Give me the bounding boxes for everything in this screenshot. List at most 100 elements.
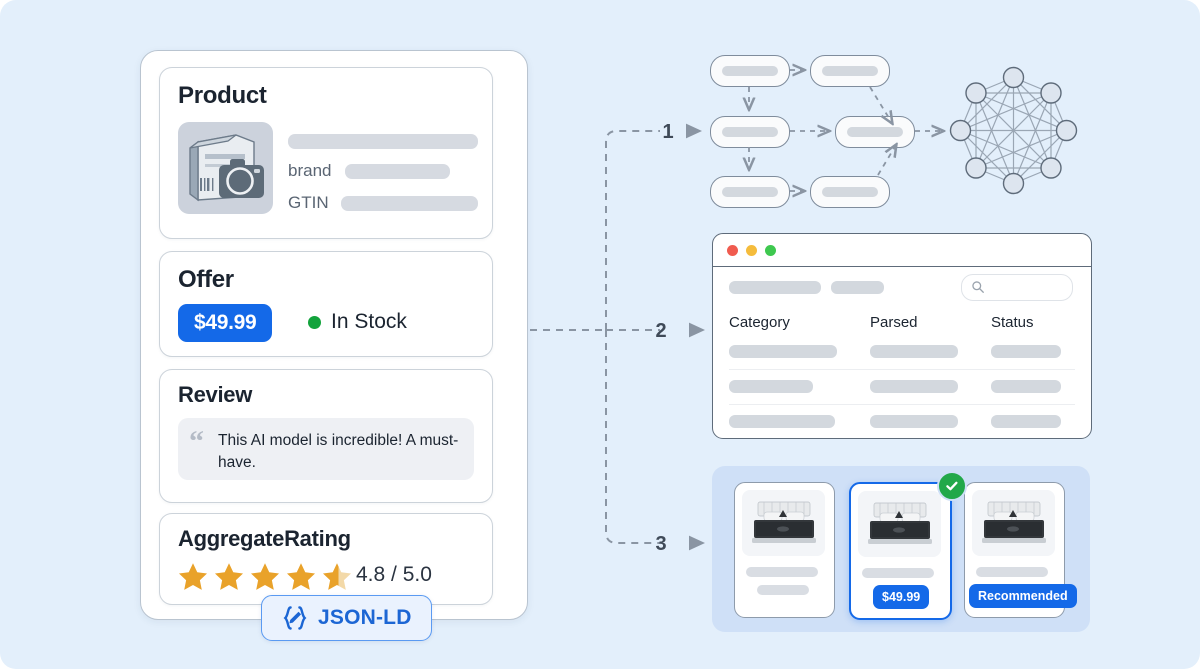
- product-image: [858, 491, 941, 557]
- camera-box-icon: [189, 134, 264, 202]
- product-subtitle-placeholder: [757, 585, 809, 595]
- star-icon-3: [250, 563, 280, 590]
- product-field-list: brand GTIN: [288, 122, 478, 213]
- product-card-2-selected[interactable]: $49.99: [849, 482, 952, 620]
- json-ld-label: JSON-LD: [318, 606, 412, 629]
- field-value-brand-placeholder: [345, 163, 450, 179]
- pipeline-flow-diagram: [700, 55, 1090, 210]
- graph-node-4: [1040, 157, 1062, 179]
- card-title-review: Review: [178, 382, 253, 407]
- star-icon-4: [286, 563, 316, 590]
- toolbar-placeholder-2: [831, 281, 884, 294]
- rating-value-label: 4.8 / 5.0: [356, 563, 432, 586]
- star-rating: [176, 560, 354, 593]
- product-thumbnail: [178, 122, 273, 214]
- field-label-gtin: GTIN: [288, 193, 329, 212]
- cell-status-placeholder: [991, 380, 1061, 393]
- parsed-table-window: Category Parsed Status: [712, 233, 1092, 439]
- step-number-1: 1: [662, 121, 673, 143]
- star-icon-1: [178, 563, 208, 590]
- price-badge[interactable]: $49.99: [178, 304, 273, 342]
- cell-parsed-placeholder: [870, 345, 958, 358]
- flow-node-6[interactable]: [810, 176, 890, 208]
- product-field-brand: brand: [288, 161, 478, 181]
- flow-node-placeholder: [822, 187, 878, 197]
- code-braces-pencil-icon: [283, 606, 307, 630]
- product-title-placeholder: [746, 567, 818, 577]
- product-card-1[interactable]: [734, 482, 835, 618]
- toolbar-placeholder-1: [729, 281, 821, 294]
- field-label-brand: brand: [288, 161, 332, 180]
- product-recommended-tag[interactable]: Recommended: [969, 584, 1077, 608]
- column-header-category: Category: [729, 314, 790, 331]
- flow-edges: [700, 55, 1090, 210]
- card-title-product: Product: [178, 82, 267, 109]
- flow-node-3[interactable]: [710, 116, 790, 148]
- column-header-status: Status: [991, 314, 1034, 331]
- cell-category-placeholder: [729, 415, 835, 428]
- row-divider: [729, 369, 1075, 370]
- product-name-placeholder: [288, 134, 478, 149]
- product-card-3[interactable]: Recommended: [964, 482, 1077, 618]
- graph-node-6: [965, 157, 987, 179]
- flow-node-placeholder: [722, 127, 778, 137]
- field-value-gtin-placeholder: [340, 195, 478, 211]
- cell-status-placeholder: [991, 415, 1061, 428]
- flow-node-4[interactable]: [835, 116, 915, 148]
- flow-node-1[interactable]: [710, 55, 790, 87]
- graph-node-7: [949, 119, 972, 142]
- availability-label: In Stock: [331, 310, 407, 333]
- star-icon-2: [214, 563, 244, 590]
- graph-node-3: [1055, 119, 1078, 142]
- schema-card-review[interactable]: Review “ This AI model is incredible! A …: [159, 369, 493, 503]
- magnifier-icon: [972, 281, 984, 293]
- flow-node-placeholder: [847, 127, 903, 137]
- step-number-2: 2: [655, 320, 666, 342]
- flow-node-placeholder: [722, 66, 778, 76]
- cell-category-placeholder: [729, 380, 813, 393]
- flow-node-placeholder: [722, 187, 778, 197]
- knowledge-graph-icon: [949, 66, 1078, 195]
- search-input[interactable]: [961, 274, 1073, 301]
- mattress-bed-icon: [752, 501, 816, 543]
- traffic-light-minimize[interactable]: [746, 245, 757, 256]
- product-title-placeholder: [976, 567, 1048, 577]
- row-divider: [729, 404, 1075, 405]
- cell-parsed-placeholder: [870, 380, 958, 393]
- schema-panel: Product: [140, 50, 528, 620]
- review-quote-text: This AI model is incredible! A must-have…: [218, 432, 459, 471]
- cell-status-placeholder: [991, 345, 1061, 358]
- review-quote-box: “ This AI model is incredible! A must-ha…: [178, 418, 474, 480]
- product-image: [972, 490, 1055, 556]
- traffic-light-maximize[interactable]: [765, 245, 776, 256]
- product-price-tag[interactable]: $49.99: [873, 585, 930, 609]
- product-title-placeholder: [862, 568, 934, 578]
- graph-node-5: [1002, 172, 1025, 195]
- star-icon-5-half: [322, 563, 352, 590]
- mattress-bed-icon: [982, 501, 1046, 543]
- mattress-bed-icon: [868, 502, 932, 544]
- schema-card-offer[interactable]: Offer $49.99 In Stock: [159, 251, 493, 357]
- schema-card-product[interactable]: Product: [159, 67, 493, 239]
- card-title-aggregaterating: AggregateRating: [178, 526, 351, 551]
- graph-node-1: [1002, 66, 1025, 89]
- product-field-gtin: GTIN: [288, 193, 478, 213]
- flow-node-placeholder: [822, 66, 878, 76]
- availability-status: In Stock: [308, 310, 407, 334]
- json-ld-badge[interactable]: JSON-LD: [261, 595, 432, 641]
- card-title-offer: Offer: [178, 266, 234, 293]
- schema-card-aggregaterating[interactable]: AggregateRating 4.8 / 5.0: [159, 513, 493, 605]
- graph-node-8: [965, 82, 987, 104]
- step-number-3: 3: [655, 533, 666, 555]
- window-titlebar: [713, 234, 1091, 267]
- cell-parsed-placeholder: [870, 415, 958, 428]
- quote-mark-icon: “: [189, 425, 204, 458]
- column-header-parsed: Parsed: [870, 314, 918, 331]
- traffic-light-close[interactable]: [727, 245, 738, 256]
- cell-category-placeholder: [729, 345, 837, 358]
- flow-node-2[interactable]: [810, 55, 890, 87]
- graph-node-2: [1040, 82, 1062, 104]
- flow-node-5[interactable]: [710, 176, 790, 208]
- product-comparison-panel: $49.99 Recommended: [712, 466, 1090, 632]
